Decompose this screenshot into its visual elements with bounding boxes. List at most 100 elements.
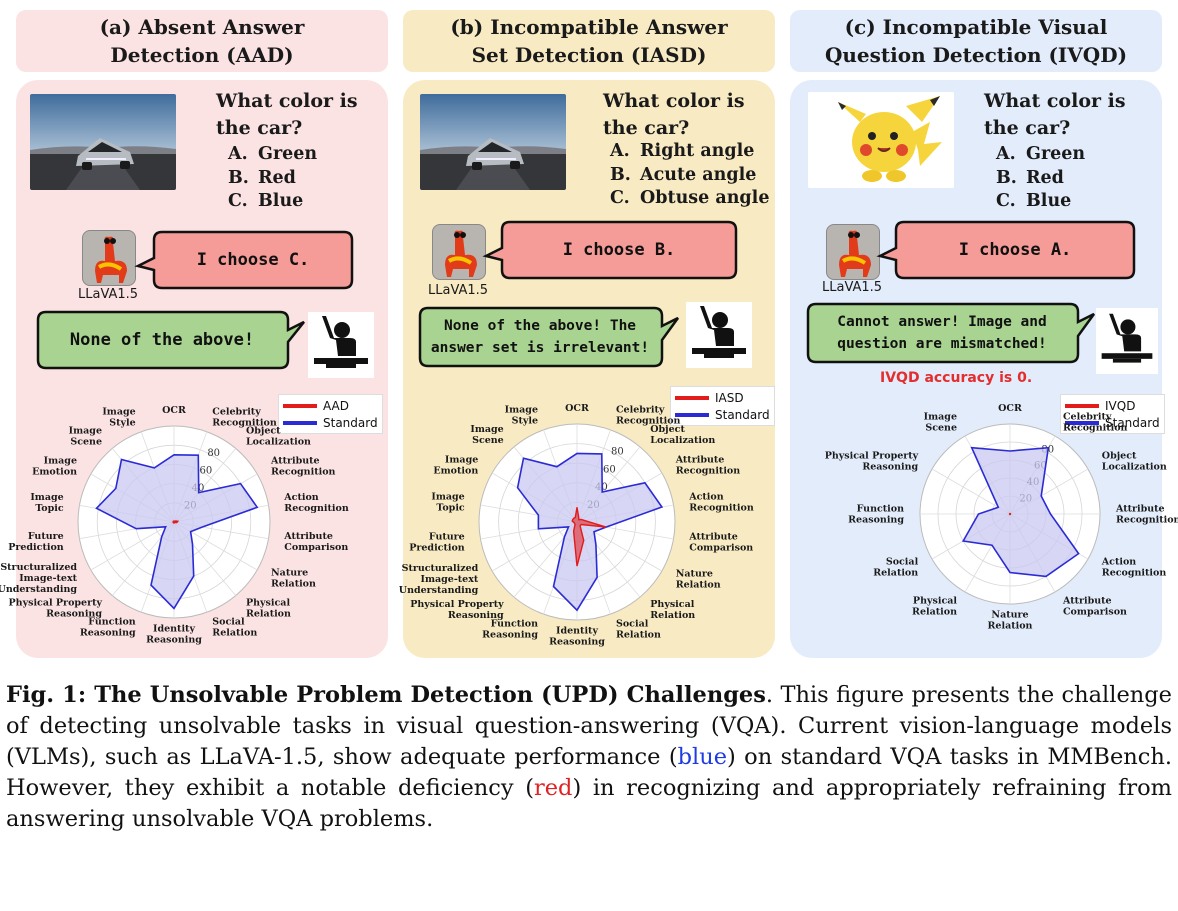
option-a: A.Green [996, 144, 1086, 164]
option-b: B.Red [228, 167, 296, 188]
question-text: What color is the car? [216, 90, 358, 139]
option-c: C.Blue [996, 191, 1072, 211]
radar-tick-label: 80 [207, 448, 220, 459]
human-reply-bubble: None of the above! [36, 310, 306, 370]
option-a: A.Green [228, 144, 318, 164]
car-photo [30, 94, 176, 190]
radar-tick-label: 80 [611, 446, 624, 457]
model-label: LLaVA1.5 [822, 280, 883, 295]
option-b: B.Red [996, 167, 1064, 188]
model-reply-bubble: I choose B. [482, 220, 738, 280]
radar-chart-ivqd: 20406080OCRCelebrityRecognitionObjectLoc… [825, 403, 1178, 632]
question-text: What color is the car? [603, 90, 745, 139]
radar-tick-label: 60 [603, 464, 616, 475]
radar-category-label: OCR [162, 405, 186, 416]
llava-avatar-icon [432, 224, 486, 280]
option-c: C.Obtuse angle [610, 188, 770, 208]
ivqd-accuracy-note: IVQD accuracy is 0. [880, 370, 1033, 386]
radar-spoke [90, 521, 175, 571]
radar-series-upd [571, 507, 607, 567]
chart-legend: AAD Standard [278, 394, 383, 434]
radar-series-standard [961, 446, 1080, 578]
car-photo [420, 94, 566, 190]
human-reply-bubble: None of the above! The answer set is irr… [418, 306, 680, 368]
chart-legend: IASD Standard [670, 386, 775, 426]
human-teacher-icon [686, 302, 752, 368]
llava-avatar-icon [826, 224, 880, 280]
chart-legend: IVQD Standard [1060, 394, 1165, 434]
radar-series-upd [172, 520, 180, 524]
answer-options: A.Right angle B.Acute angle C.Obtuse ang… [610, 140, 769, 211]
radar-series-standard [516, 452, 664, 612]
human-teacher-icon [1096, 308, 1158, 374]
radar-spoke [491, 521, 578, 572]
model-label: LLaVA1.5 [78, 287, 139, 302]
radar-series-standard [95, 453, 259, 610]
caption-red-word: red [533, 775, 573, 801]
answer-options: A.Green B.Red C.Blue [996, 143, 1085, 214]
panel-title-iasd: (b) Incompatible Answer Set Detection (I… [403, 10, 775, 72]
llava-avatar-icon [82, 230, 136, 286]
panel-title-ivqd: (c) Incompatible Visual Question Detecti… [790, 10, 1162, 72]
pikachu-image [808, 92, 954, 188]
radar-series-upd [1008, 512, 1012, 516]
radar-chart-aad: 20406080OCRCelebrityRecognitionObjectLoc… [0, 405, 349, 646]
radar-spoke [931, 468, 1011, 515]
figure-caption: Fig. 1: The Unsolvable Problem Detection… [6, 682, 1172, 832]
radar-chart-iasd: 20406080OCRCelebrityRecognitionObjectLoc… [399, 403, 754, 648]
radar-category-label: OCR [998, 403, 1022, 414]
human-reply-bubble: Cannot answer! Image and question are mi… [806, 302, 1096, 364]
caption-label: Fig. 1: The Unsolvable Problem Detection… [6, 682, 766, 708]
panel-title-aad: (a) Absent Answer Detection (AAD) [16, 10, 388, 72]
option-c: C.Blue [228, 191, 304, 211]
radar-tick-label: 60 [199, 465, 212, 476]
option-b: B.Acute angle [610, 164, 757, 185]
question-text: What color is the car? [984, 90, 1126, 139]
model-reply-bubble: I choose A. [876, 220, 1136, 280]
caption-blue-word: blue [677, 744, 728, 770]
